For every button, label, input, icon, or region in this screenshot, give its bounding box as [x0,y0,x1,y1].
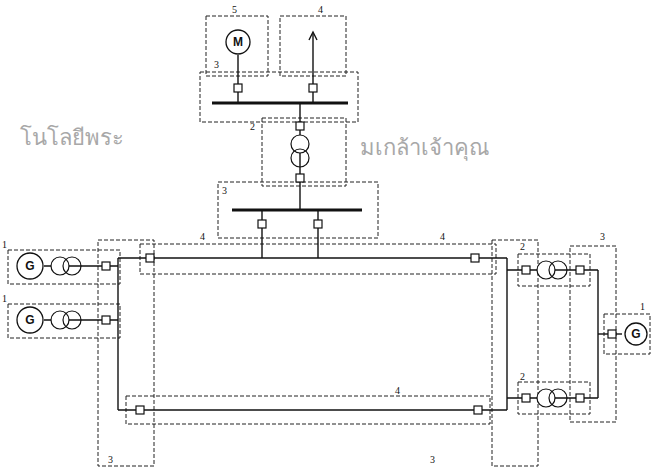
generator-symbol: G [16,306,44,334]
zone-number: 3 [222,186,227,196]
zone-number: 2 [520,372,525,382]
zone-number: 4 [440,232,445,242]
protection-zones [8,16,650,466]
circuit-breakers [102,84,616,414]
zone-number: 1 [2,294,7,304]
zone-number: 1 [640,302,645,312]
wires [44,32,622,410]
symbol-letter: M [225,29,251,55]
zone-number: 4 [318,5,323,15]
symbol-letter: G [16,306,44,334]
zone-number: 5 [232,5,237,15]
zone-number: 3 [430,455,435,465]
zone-number: 2 [520,242,525,252]
symbol-letter: G [624,322,648,346]
zone-number: 3 [214,60,219,70]
zone-number: 3 [600,232,605,242]
watermark: โนโลยีพระ [20,120,124,155]
transformer-symbols [51,135,567,407]
zone-number: 4 [395,386,400,396]
generator-symbol: G [16,252,44,280]
zone-number: 2 [250,122,255,132]
symbol-letter: G [16,252,44,280]
watermark: มเกล้าเจ้าคุณ [360,130,489,165]
zone-number: 1 [2,240,7,250]
zone-number: 4 [200,232,205,242]
motor-symbol: M [225,29,251,55]
zone-number: 3 [108,455,113,465]
generator-symbol: G [624,322,648,346]
busbars [212,103,362,210]
